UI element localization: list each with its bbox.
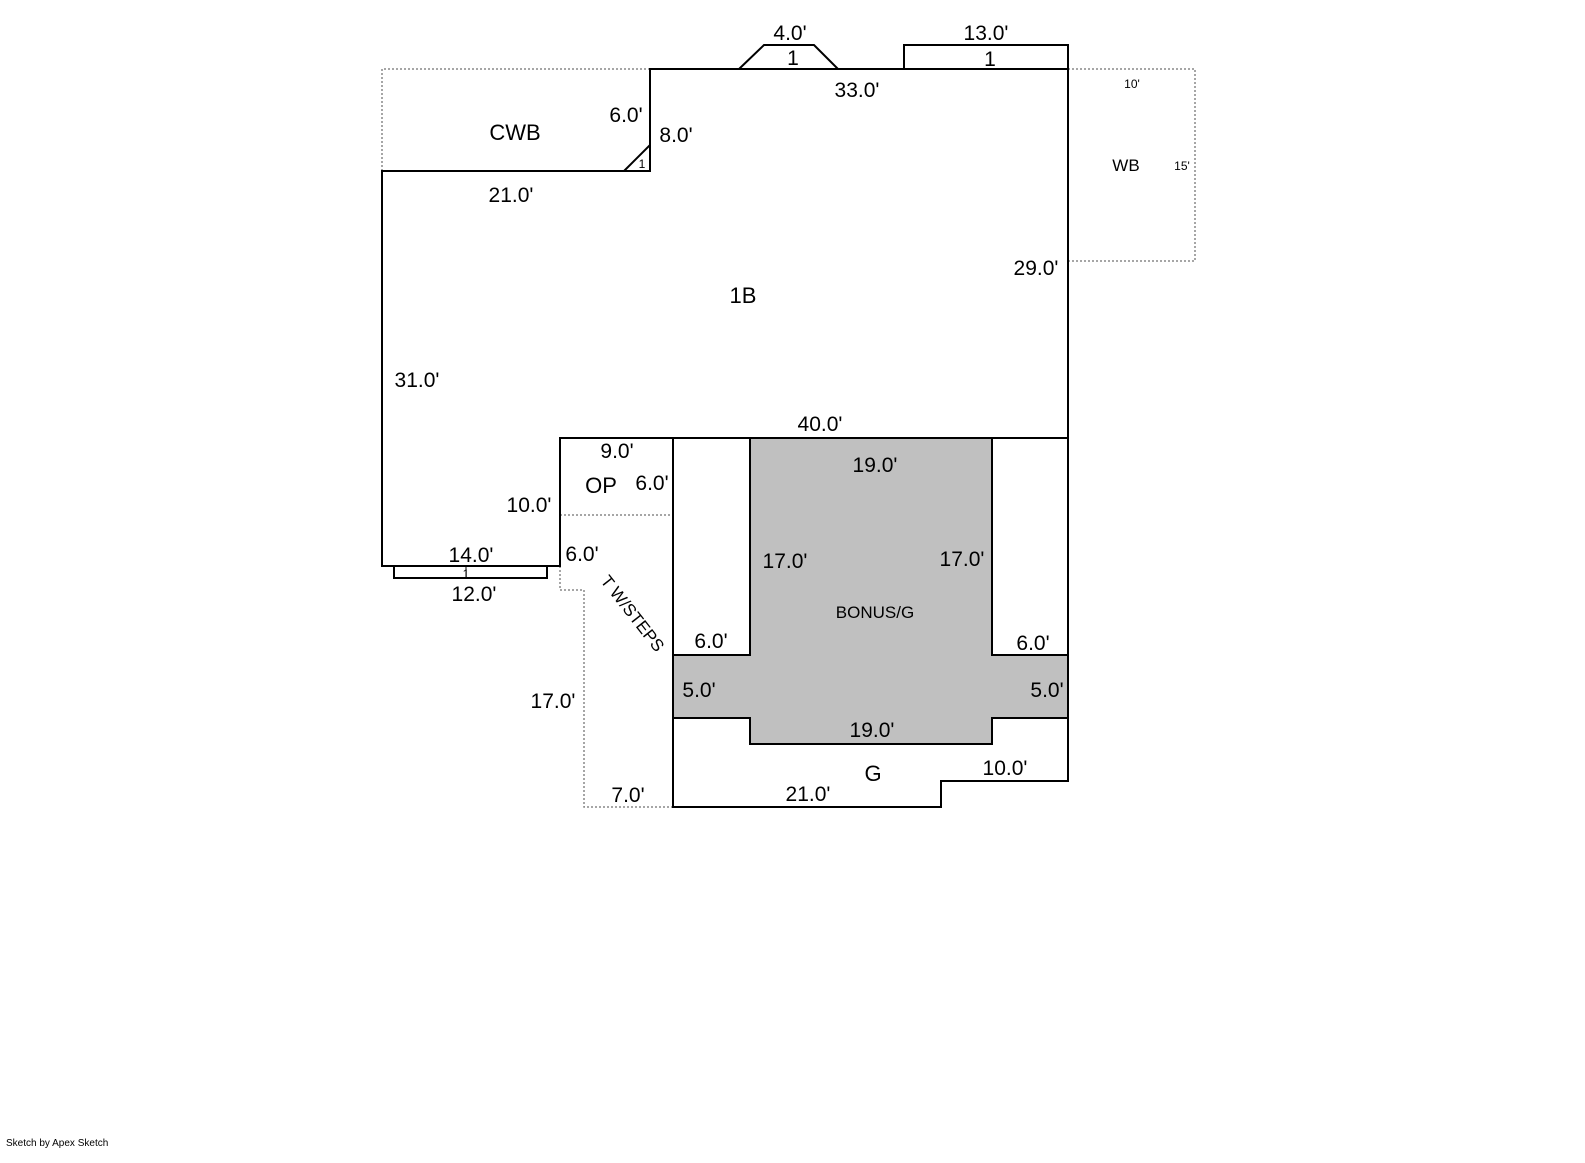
area-label-wb: WB [1112,156,1139,175]
dim-garage-bottom: 21.0' [786,783,831,806]
dim-op-top: 9.0' [600,440,633,463]
area-label-terrace: T W/STEPS [597,572,668,656]
footer-credit: Sketch by Apex Sketch [6,1138,109,1149]
area-label-cwb: CWB [489,120,540,145]
area-label-op: OP [585,473,617,498]
cwb-outline [381,68,650,171]
dim-top-bump-small: 4.0' [773,22,806,45]
dim-terrace-bottom: 7.0' [611,784,644,807]
count-corner: 1 [639,157,646,171]
dim-bottom-left: 14.0' [449,544,494,567]
dim-bonus-right-side: 5.0' [1030,679,1063,702]
dim-bonus-left-side: 5.0' [682,679,715,702]
dim-wb-width: 10' [1124,77,1140,91]
dim-bonus-top: 19.0' [853,454,898,477]
dim-right-main: 29.0' [1014,257,1059,280]
count-bottom-bump: 1 [463,567,470,581]
garage-outline [672,437,1069,808]
count-top-bump-large: 1 [984,48,996,71]
dim-bonus-bottom: 19.0' [850,719,895,742]
dim-wb-depth: 15' [1174,159,1190,173]
terrace-outline [559,566,673,808]
dim-op-right: 6.0' [635,472,668,495]
dim-bonus-right-step: 6.0' [1016,632,1049,655]
dim-main-bottom: 40.0' [798,413,843,436]
dim-cwb-side: 8.0' [659,124,692,147]
top-bump-large [903,44,1069,69]
dim-top-main: 33.0' [835,79,880,102]
dim-top-bump-large: 13.0' [964,22,1009,45]
dim-terrace-side: 17.0' [531,690,576,713]
dim-op-left: 10.0' [507,494,552,517]
area-label-1b: 1B [730,283,757,308]
dim-cwb-step: 6.0' [609,104,642,127]
dim-bonus-left-step: 6.0' [694,630,727,653]
dim-left-main: 31.0' [395,369,440,392]
dim-bottom-bump: 12.0' [452,583,497,606]
bottom-bump [393,566,548,579]
dim-bonus-right: 17.0' [940,548,985,571]
count-top-bump-small: 1 [787,47,799,70]
dim-bonus-left: 17.0' [763,550,808,573]
dim-garage-right: 10.0' [983,757,1028,780]
dim-terrace-top: 6.0' [565,543,598,566]
area-label-bonus: BONUS/G [836,603,914,622]
corner-triangle [621,142,651,172]
bonus-area [672,437,1069,745]
dim-cwb-bottom: 21.0' [489,184,534,207]
top-bump-small [738,44,839,70]
area-label-garage: G [864,761,881,786]
